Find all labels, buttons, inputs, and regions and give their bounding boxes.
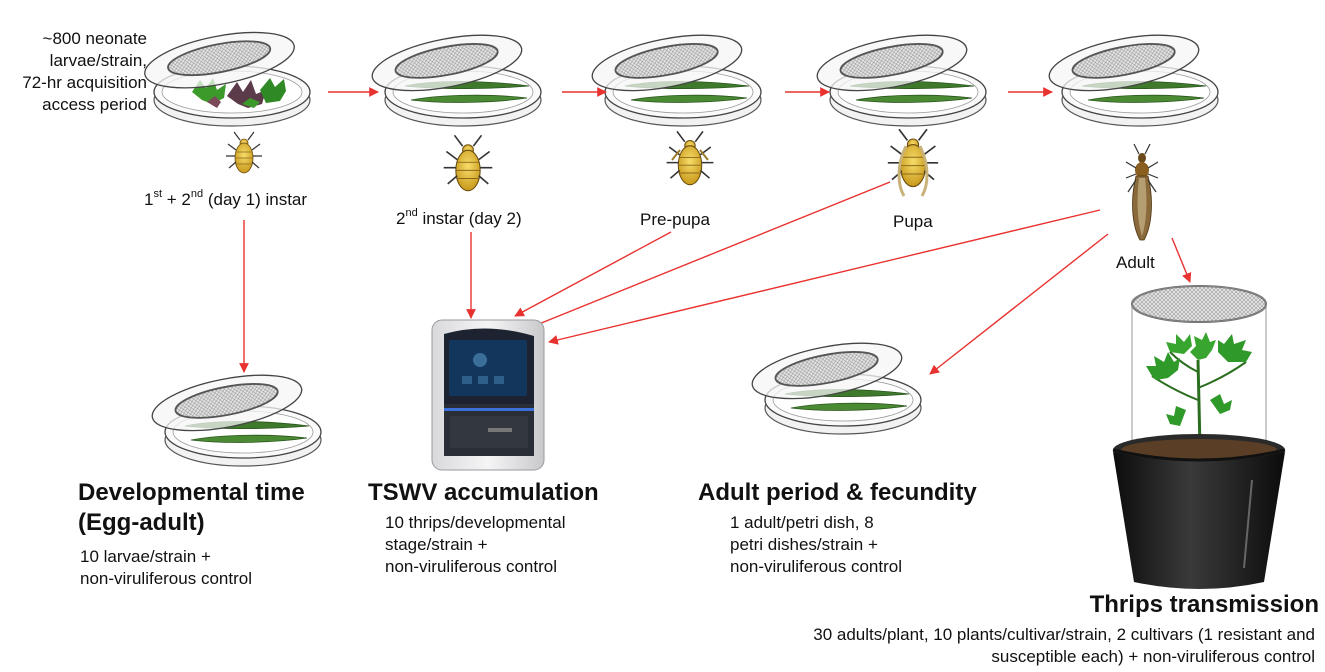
tswv-desc-line-3: non-viruliferous control [385,557,557,576]
dev-time-title-line-1: Developmental time [78,479,305,506]
stage-2-sup: nd [405,207,418,220]
adult-period-desc: 1 adult/petri dish, 8 petri dishes/strai… [730,512,902,578]
start-note-line-4: access period [42,95,147,114]
stage-label-5: Adult [1116,253,1155,272]
dev-time-desc: 10 larvae/strain + non-viruliferous cont… [80,546,252,590]
stage-arrows [239,87,1192,375]
start-note: ~800 neonate larvae/strain, 72-hr acquis… [22,28,147,116]
transmission-desc-line-1: 30 adults/plant, 10 plants/cultivar/stra… [813,625,1315,644]
dev-time-title: Developmental time (Egg-adult) [78,478,305,538]
tswv-title: TSWV accumulation [368,478,599,508]
stage-label-1: 1st + 2nd (day 1) instar [144,189,307,211]
transmission-desc-line-2: susceptible each) + non-viruliferous con… [991,647,1315,666]
adult-period-title-line-1: Adult period & fecundity [698,479,977,506]
plant-pot-icon [1112,434,1286,589]
dev-time-desc-line-1: 10 larvae/strain + [80,547,211,566]
petri-dish-beans-5 [1043,23,1219,127]
adult-period-title: Adult period & fecundity [698,478,977,508]
petri-dish-dev-time [146,363,322,467]
start-note-line-3: 72-hr acquisition [22,73,147,92]
petri-dish-beans-3 [586,23,762,127]
tswv-desc-line-1: 10 thrips/developmental [385,513,566,532]
stage-1-rest: (day 1) instar [203,190,308,209]
qpcr-machine-icon [431,319,545,471]
start-note-line-2: larvae/strain, [49,51,147,70]
tswv-title-line-1: TSWV accumulation [368,479,599,506]
thrips-larva-2-icon [442,134,494,192]
petri-dish-adult-period [746,331,922,435]
stage-1-sup2: nd [190,188,204,201]
dev-time-desc-line-2: non-viruliferous control [80,569,252,588]
tomato-plant-icon [1146,332,1252,449]
transmission-title-line-1: Thrips transmission [1089,591,1319,618]
stage-label-3: Pre-pupa [640,210,710,229]
stage-1-base: 1 [144,190,154,209]
stage-2-rest: instar (day 2) [417,209,522,228]
petri-dish-beans-4 [811,23,987,127]
tswv-desc-line-2: stage/strain + [385,535,488,554]
petri-dish-beans-2 [366,23,542,127]
petri-dish-leaves [139,21,311,127]
adult-period-desc-line-1: 1 adult/petri dish, 8 [730,513,874,532]
start-note-line-1: ~800 neonate [42,29,147,48]
adult-period-desc-line-3: non-viruliferous control [730,557,902,576]
stage-label-2: 2nd instar (day 2) [396,208,522,230]
thrips-larva-1-icon [225,131,263,174]
plant-cage-icon [1131,285,1267,452]
stage-1-mid: + 2 [162,190,191,209]
thrips-pupa-icon [886,128,940,197]
dev-time-title-line-2: (Egg-adult) [78,509,205,536]
thrips-adult-icon [1125,143,1159,241]
adult-period-desc-line-2: petri dishes/strain + [730,535,878,554]
transmission-desc: 30 adults/plant, 10 plants/cultivar/stra… [813,624,1315,668]
transmission-title: Thrips transmission [1090,590,1319,620]
stage-label-4: Pupa [893,212,933,231]
stage-2-base: 2 [396,209,406,228]
tswv-desc: 10 thrips/developmental stage/strain + n… [385,512,566,578]
stage-1-sup: st [153,188,163,201]
thrips-prepupa-icon [665,130,715,186]
